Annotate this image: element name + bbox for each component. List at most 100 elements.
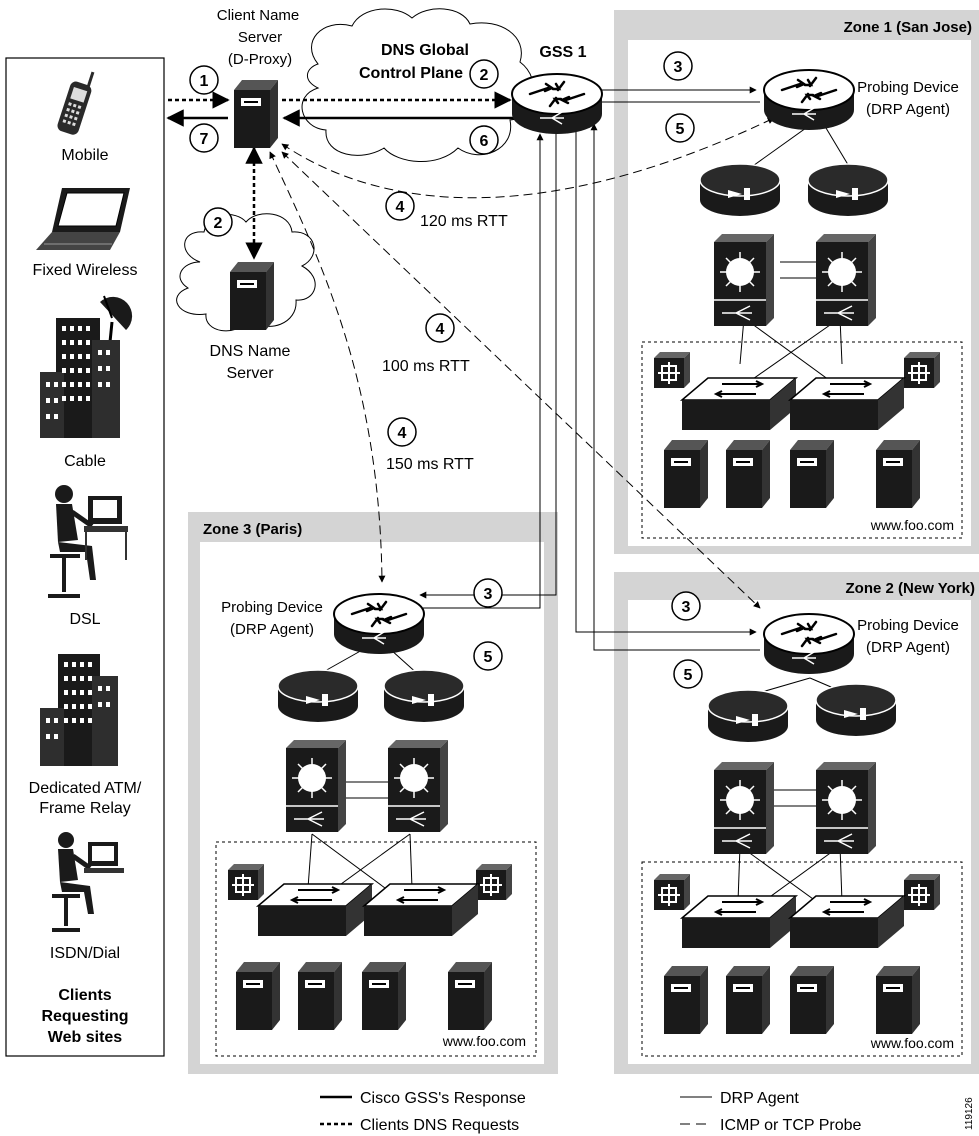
step-5-paris: 5 <box>484 649 493 666</box>
zone-sj-probe-line2: (DRP Agent) <box>866 101 950 118</box>
client-label-mobile: Mobile <box>61 147 108 164</box>
legend-dns-requests: Clients DNS Requests <box>360 1117 519 1134</box>
rtt-paris: 150 ms RTT <box>386 456 474 473</box>
multilayer-switch-icon <box>815 761 877 855</box>
csm-icon <box>383 669 465 723</box>
access-switch-icon <box>789 895 905 949</box>
legend-drp-agent: DRP Agent <box>720 1090 799 1107</box>
zone-sj-title: Zone 1 (San Jose) <box>844 19 972 36</box>
access-switch-icon <box>789 377 905 431</box>
rtt-ny: 100 ms RTT <box>382 358 470 375</box>
access-switch-icon <box>681 377 797 431</box>
step-markers <box>189 51 703 689</box>
zone-paris-probe-line2: (DRP Agent) <box>230 621 314 638</box>
rtt-sj: 120 ms RTT <box>420 213 508 230</box>
client-ns-line2: Server <box>238 29 282 46</box>
mobile-phone-icon <box>57 71 95 135</box>
server-icon <box>298 962 342 1030</box>
user-at-computer-icon <box>48 485 128 598</box>
pix-icon <box>653 351 691 389</box>
pix-icon <box>475 863 513 901</box>
legend-gss-response: Cisco GSS's Response <box>360 1090 526 1107</box>
step-4-paris: 4 <box>398 425 407 442</box>
router-icon <box>762 68 856 132</box>
client-ns-line1: Client Name <box>217 7 300 24</box>
multilayer-switch-icon <box>713 233 775 327</box>
dns-ns-line1: DNS Name <box>210 343 291 360</box>
zone-ny-site: www.foo.com <box>870 1035 954 1051</box>
step-2-gss: 2 <box>480 67 489 84</box>
server-icon <box>236 962 280 1030</box>
zone-ny-datacenter <box>641 861 963 1057</box>
control-plane-line1: DNS Global <box>381 42 469 59</box>
step-6: 6 <box>480 133 489 150</box>
zone-sj-probe-line1: Probing Device <box>857 79 959 96</box>
server-icon <box>664 966 708 1034</box>
router-icon <box>332 592 426 656</box>
server-icon <box>876 966 920 1034</box>
multilayer-switch-icon <box>815 233 877 327</box>
pix-icon <box>653 873 691 911</box>
access-switch-icon <box>681 895 797 949</box>
zone-paris-title: Zone 3 (Paris) <box>203 521 302 538</box>
step-5-sj: 5 <box>676 121 685 138</box>
server-icon <box>362 962 406 1030</box>
pix-icon <box>903 351 941 389</box>
zone-ny-title: Zone 2 (New York) <box>846 580 975 597</box>
multilayer-switch-icon <box>713 761 775 855</box>
server-icon <box>234 80 278 148</box>
csm-icon <box>707 689 789 743</box>
access-switch-icon <box>257 883 373 937</box>
connection-lines <box>166 86 775 651</box>
pix-icon <box>903 873 941 911</box>
step-7: 7 <box>200 131 209 148</box>
client-label-atm: Dedicated ATM/ <box>29 780 142 797</box>
satellite-dish-icon <box>100 295 133 343</box>
legend <box>320 1095 712 1126</box>
server-icon <box>876 440 920 508</box>
csm-icon <box>807 163 889 217</box>
server-icon <box>726 966 770 1034</box>
cloud-icon <box>301 8 535 162</box>
step-1: 1 <box>200 73 209 90</box>
server-icon <box>230 262 274 330</box>
client-ns-line3: (D-Proxy) <box>228 51 292 68</box>
clients-caption-line1: Clients <box>58 987 111 1004</box>
step-5-ny: 5 <box>684 667 693 684</box>
pix-icon <box>227 863 265 901</box>
zone-sj-site: www.foo.com <box>870 517 954 533</box>
router-icon <box>762 612 856 676</box>
csm-icon <box>699 163 781 217</box>
building-icon <box>40 318 120 438</box>
csm-icon <box>277 669 359 723</box>
user-at-computer-icon <box>52 832 124 932</box>
step-3-paris: 3 <box>484 586 493 603</box>
zone-paris-datacenter <box>215 841 537 1057</box>
client-label-isdn: ISDN/Dial <box>50 945 120 962</box>
step-2-dns: 2 <box>214 215 223 232</box>
client-label-dsl: DSL <box>69 611 100 628</box>
multilayer-switch-icon <box>285 739 347 833</box>
control-plane-line2: Control Plane <box>359 65 463 82</box>
clients-caption-line3: Web sites <box>48 1029 123 1046</box>
access-switch-icon <box>363 883 479 937</box>
zone-ny-probe-line2: (DRP Agent) <box>866 639 950 656</box>
laptop-icon <box>36 188 130 250</box>
building-icon <box>40 654 118 766</box>
zone-paris-probe-line1: Probing Device <box>221 599 323 616</box>
client-label-cable: Cable <box>64 453 106 470</box>
server-icon <box>726 440 770 508</box>
gss-label: GSS 1 <box>539 44 586 61</box>
step-4-sj: 4 <box>396 199 405 216</box>
step-3-sj: 3 <box>674 59 683 76</box>
server-icon <box>664 440 708 508</box>
step-3-ny: 3 <box>682 599 691 616</box>
csm-icon <box>815 683 897 737</box>
figure-id: 119126 <box>964 1097 975 1130</box>
dns-ns-line2: Server <box>226 365 274 382</box>
step-4-ny: 4 <box>436 321 445 338</box>
zone-ny-probe-line1: Probing Device <box>857 617 959 634</box>
router-icon <box>510 72 604 136</box>
multilayer-switch-icon <box>387 739 449 833</box>
